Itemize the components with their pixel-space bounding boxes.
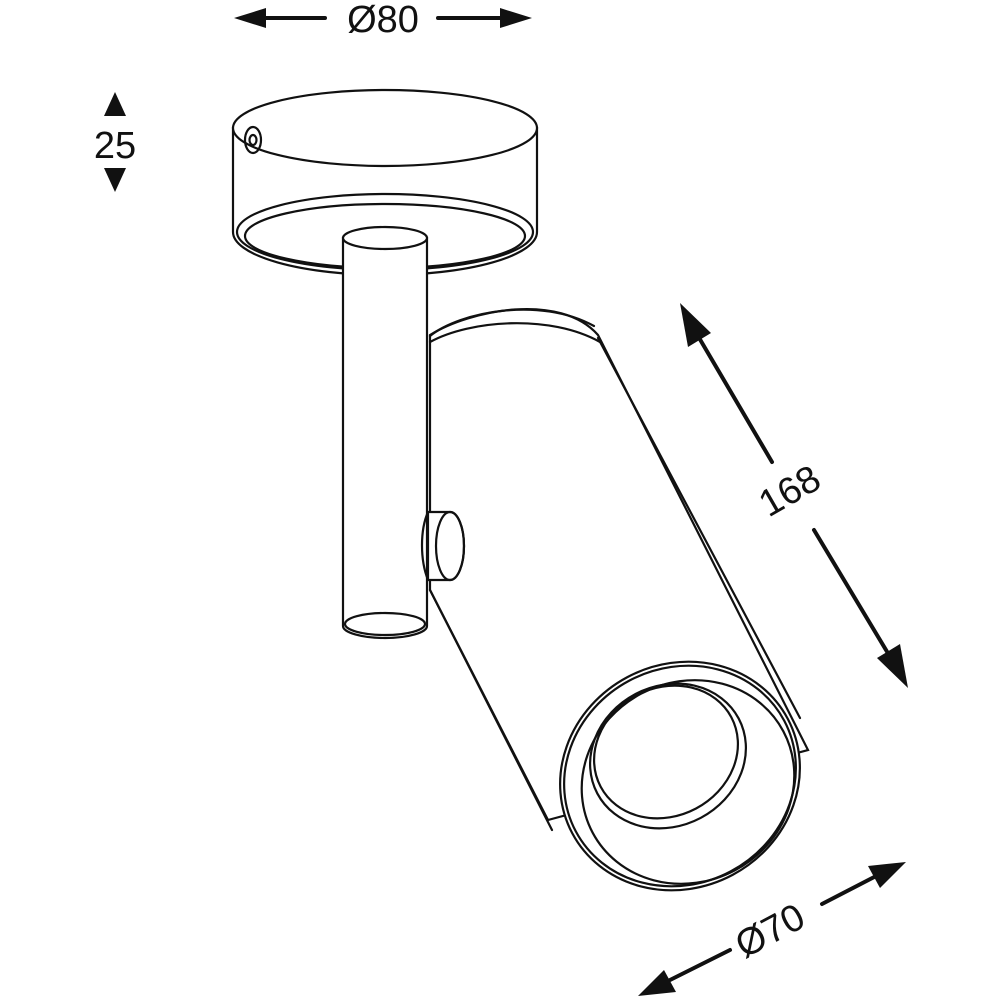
ceiling-canopy (231, 88, 539, 277)
dimension-label-base-height: 25 (94, 125, 136, 167)
dimension-label-body-length: 168 (752, 458, 828, 526)
dimension-label-base-diameter: Ø80 (347, 0, 419, 41)
vertical-stem (341, 225, 429, 640)
front-lens (559, 660, 801, 892)
dimension-base-height: 25 (94, 92, 136, 192)
dimension-label-body-diameter: Ø70 (729, 896, 812, 967)
dimension-base-diameter: Ø80 (234, 0, 532, 41)
pivot-knob (420, 510, 466, 582)
